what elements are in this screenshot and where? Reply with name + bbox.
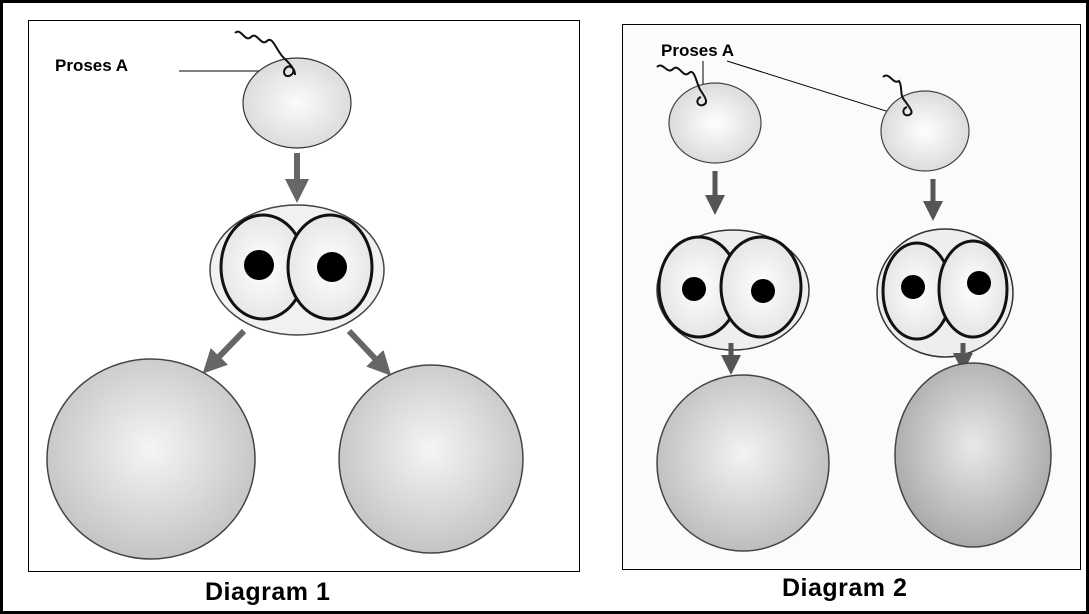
egg-cell	[668, 82, 762, 164]
process-a-pointer	[726, 60, 906, 118]
two-cell-zygote	[876, 228, 1014, 358]
sperm	[234, 30, 296, 77]
diagram-1-caption: Diagram 1	[205, 578, 331, 606]
two-cell-zygote	[656, 229, 810, 351]
diagram-1-svg: Proses A	[46, 30, 524, 560]
nucleus	[901, 275, 925, 299]
nucleus	[317, 252, 347, 282]
nucleus	[682, 277, 706, 301]
diagram-2-panel: Proses A	[622, 24, 1081, 570]
arrow-left	[202, 328, 247, 374]
embryo-cell	[656, 374, 830, 552]
nucleus	[244, 250, 274, 280]
embryo-cell	[46, 358, 256, 560]
process-a-label: Proses A	[661, 41, 734, 60]
sperm	[882, 74, 913, 117]
nucleus	[967, 271, 991, 295]
process-a-label: Proses A	[55, 56, 128, 75]
sperm	[656, 64, 708, 107]
egg-cell	[880, 90, 970, 172]
arrow-right	[346, 328, 392, 376]
nucleus	[751, 279, 775, 303]
diagram-2-svg: Proses A	[656, 41, 1052, 552]
diagram-2-caption: Diagram 2	[782, 574, 908, 602]
egg-cell	[242, 57, 352, 149]
embryo-cell	[894, 362, 1052, 548]
embryo-cell	[338, 364, 524, 554]
diagram-1-panel: Proses A	[28, 20, 580, 572]
two-cell-zygote	[209, 204, 385, 336]
